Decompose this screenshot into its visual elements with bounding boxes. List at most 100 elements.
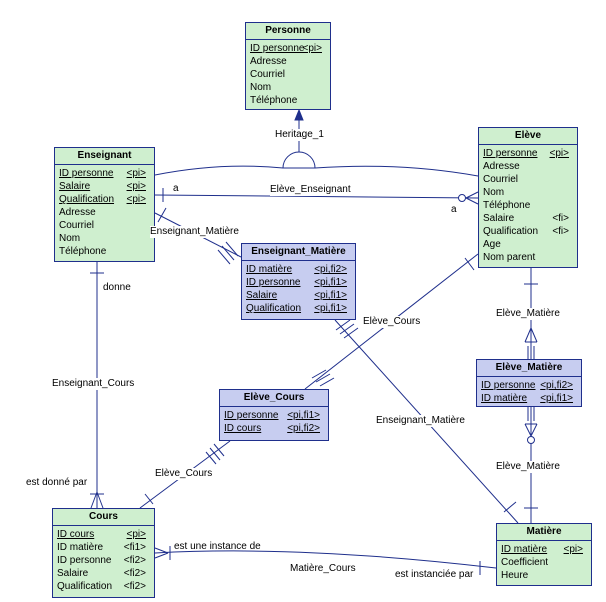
attribute-row: ID personne <pi,fi2> <box>477 379 581 392</box>
heritage-link-enseignant <box>154 165 284 176</box>
attribute-key: <pi,fi1> <box>314 290 347 301</box>
label-matiere-cours: Matière_Cours <box>290 563 356 575</box>
label-eleve-matiere-2: Elève_Matière <box>496 461 560 473</box>
attribute-row: Courriel <box>479 173 577 186</box>
label-eleve-cours-2: Elève_Cours <box>155 468 213 480</box>
attribute-name: Téléphone <box>483 200 531 211</box>
attribute-row: Téléphone <box>479 199 577 212</box>
attribute-key: <fi2> <box>123 568 146 579</box>
attribute-name: Nom <box>250 82 272 93</box>
attribute-name: ID personne <box>246 277 301 288</box>
attribute-key: <fi> <box>552 226 569 237</box>
attribute-row: Nom <box>246 81 330 94</box>
label-donne: donne <box>103 282 131 293</box>
label-est-instanciee-par: est instanciée par <box>395 569 474 580</box>
attribute-name: Nom parent <box>483 252 536 263</box>
attribute-key: <pi,fi1> <box>314 277 347 288</box>
attribute-name: ID matière <box>246 264 293 275</box>
attribute-name: Salaire <box>246 290 278 301</box>
attribute-row: Qualification<pi> <box>55 193 154 206</box>
label-eleve-matiere-1: Elève_Matière <box>496 308 560 320</box>
attribute-key: <fi1> <box>123 542 146 553</box>
attribute-name: Adresse <box>483 161 520 172</box>
entity-cours[interactable]: Cours ID cours<pi>ID matière<fi1>ID pers… <box>52 508 155 598</box>
attribute-name: Coefficient <box>501 557 549 568</box>
attribute-row: ID cours<pi> <box>53 528 154 541</box>
attribute-key: <pi> <box>302 43 322 54</box>
attribute-name: Salaire <box>483 213 515 224</box>
entity-title: Cours <box>53 509 154 526</box>
attribute-row: ID personne <pi,fi1> <box>242 276 355 289</box>
attribute-name: Adresse <box>59 207 96 218</box>
attribute-name: ID matière <box>501 544 548 555</box>
attribute-name: Courriel <box>59 220 95 231</box>
attribute-name: Adresse <box>250 56 287 67</box>
attribute-list: ID personne <pi,fi2> ID matière <pi,fi1> <box>477 377 581 407</box>
entity-title: Elève_Matière <box>477 360 581 377</box>
attribute-key: <fi2> <box>123 581 146 592</box>
attribute-key: <pi,fi1> <box>314 303 347 314</box>
label-eleve-cours-1: Elève_Cours <box>363 316 421 328</box>
attribute-row: Salaire <fi> <box>479 212 577 225</box>
attribute-name: ID matière <box>481 393 528 404</box>
entity-enseignant[interactable]: Enseignant ID personne<pi>Salaire<pi>Qua… <box>54 147 155 262</box>
attribute-key: <pi,fi1> <box>540 393 573 404</box>
attribute-name: Qualification <box>246 303 302 314</box>
attribute-name: Téléphone <box>59 246 107 257</box>
attribute-row: ID cours<pi,fi2> <box>220 422 328 435</box>
attribute-name: ID personne <box>59 168 114 179</box>
attribute-row: ID personne<fi2> <box>53 554 154 567</box>
attribute-row: ID matière<fi1> <box>53 541 154 554</box>
entity-eleve-cours[interactable]: Elève_Cours ID personne<pi,fi1>ID cours<… <box>219 389 329 441</box>
entity-title: Personne <box>246 23 330 40</box>
cours-matiere-line <box>154 550 497 569</box>
attribute-key: <pi> <box>549 148 569 159</box>
attribute-key: <pi> <box>563 544 583 555</box>
attribute-key: <pi,fi1> <box>287 410 320 421</box>
attribute-row: Nom <box>479 186 577 199</box>
attribute-row: Adresse <box>479 160 577 173</box>
attribute-name: Téléphone <box>250 95 298 106</box>
attribute-row: Nom parent <box>479 251 577 264</box>
entity-eleve-matiere[interactable]: Elève_Matière ID personne <pi,fi2> ID mati… <box>476 359 582 407</box>
attribute-name: ID personne <box>481 380 536 391</box>
attribute-key: <pi> <box>126 181 146 192</box>
attribute-row: Téléphone <box>246 94 330 107</box>
attribute-name: Courriel <box>250 69 286 80</box>
attribute-name: Qualification <box>483 226 539 237</box>
attribute-name: Salaire <box>57 568 89 579</box>
attribute-name: Nom <box>59 233 81 244</box>
attribute-key: <pi> <box>126 529 146 540</box>
attribute-row: Téléphone <box>55 245 154 258</box>
attribute-key: <pi,fi2> <box>314 264 347 275</box>
attribute-name: ID personne <box>57 555 112 566</box>
label-enseignant-matiere-2: Enseignant_Matière <box>376 415 465 427</box>
attribute-name: Courriel <box>483 174 519 185</box>
label-eleve-enseignant: Elève_Enseignant <box>270 184 351 196</box>
label-enseignant-matiere-1: Enseignant_Matière <box>150 226 239 238</box>
entity-title: Elève <box>479 128 577 145</box>
attribute-key: <fi> <box>552 213 569 224</box>
heritage-symbol <box>282 151 316 169</box>
attribute-row: Qualification<fi2> <box>53 580 154 593</box>
attribute-list: ID matière <pi,fi2> ID personne <pi,fi1> Sal… <box>242 261 355 317</box>
entity-title: Matière <box>497 524 591 541</box>
attribute-row: Heure <box>497 569 591 582</box>
heritage-link-eleve <box>314 165 479 177</box>
label-est-donne-par: est donné par <box>26 477 88 488</box>
attribute-key: <pi,fi2> <box>540 380 573 391</box>
label-a-right: a <box>451 204 457 215</box>
entity-title: Enseignant <box>55 148 154 165</box>
attribute-row: Coefficient <box>497 556 591 569</box>
attribute-name: Qualification <box>59 194 115 205</box>
attribute-row: Courriel <box>55 219 154 232</box>
entity-enseignant-matiere[interactable]: Enseignant_Matière ID matière<pi,fi2>ID … <box>241 243 356 320</box>
eleve-enseignant-line <box>154 194 479 199</box>
label-heritage: Heritage_1 <box>275 129 324 141</box>
attribute-name: ID personne <box>224 410 279 421</box>
